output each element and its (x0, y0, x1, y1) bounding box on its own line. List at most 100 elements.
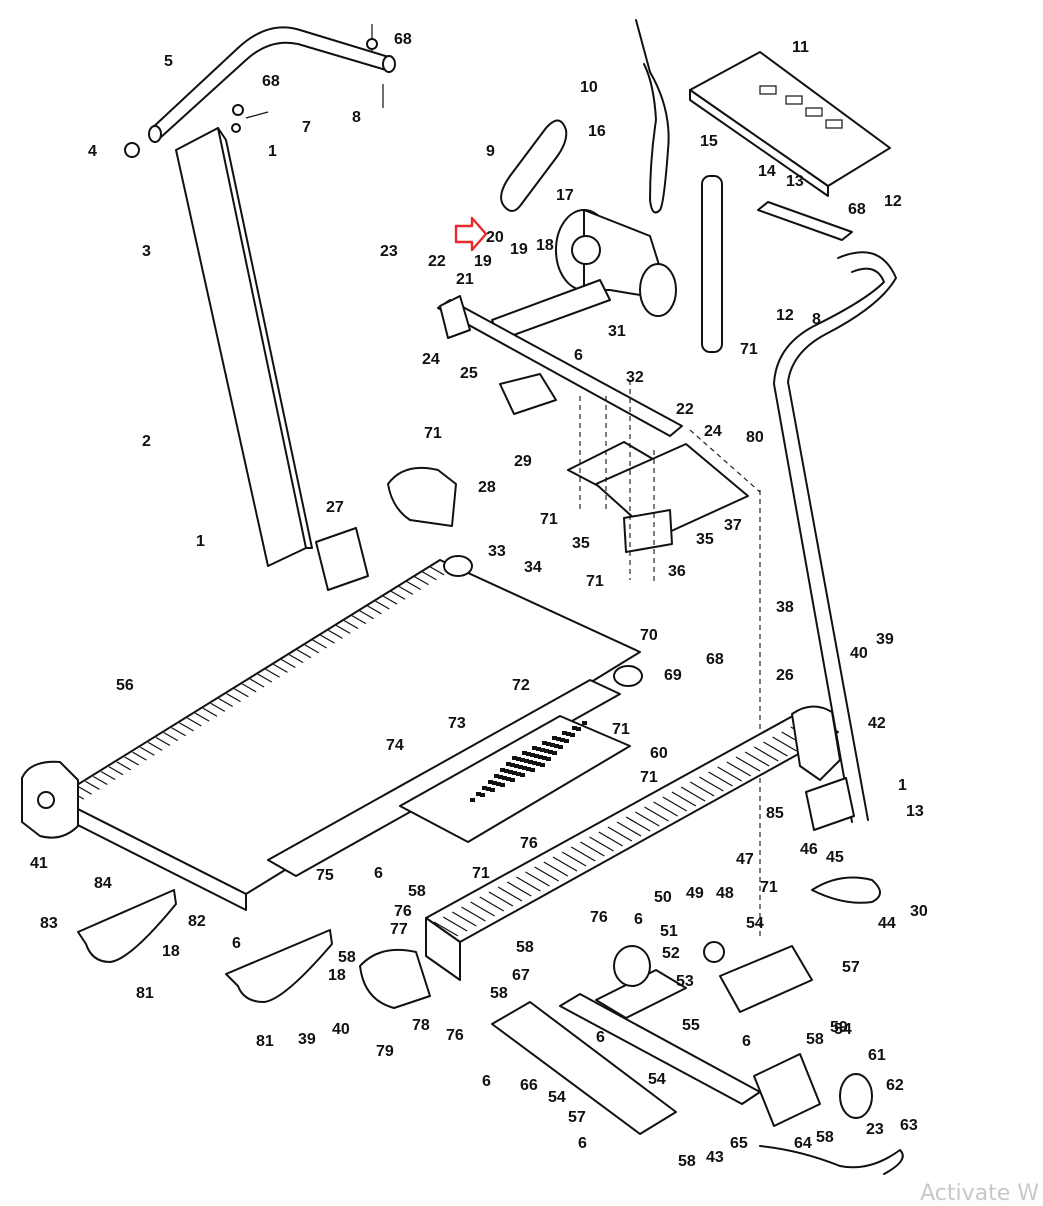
grid-cell (536, 747, 541, 751)
belt-rib (281, 658, 296, 669)
callout-19: 19 (474, 253, 492, 270)
belt-rib (312, 639, 327, 649)
grid-cell (532, 746, 537, 750)
ground-cord (759, 1145, 904, 1175)
rail-rib (772, 736, 797, 752)
callout-67: 67 (512, 967, 530, 984)
callout-18: 18 (162, 943, 180, 960)
rail-rib (525, 871, 550, 887)
callout-30: 30 (910, 903, 928, 920)
grid-cell (510, 763, 515, 767)
grid-cell (542, 741, 547, 745)
rail-rib (451, 911, 477, 927)
callout-58: 58 (816, 1129, 834, 1146)
callout-71: 71 (760, 879, 778, 896)
belt-rib (218, 697, 233, 708)
callout-6: 6 (578, 1135, 587, 1152)
grid-cell (582, 721, 587, 725)
callout-3: 3 (142, 243, 151, 260)
grid-cell (530, 768, 535, 772)
callout-76: 76 (446, 1027, 464, 1044)
grid-cell (570, 733, 575, 737)
callout-53: 53 (676, 973, 694, 990)
belt-rib (382, 595, 398, 605)
belt-rib (202, 707, 218, 717)
hinge-bracket (805, 777, 855, 831)
callout-6: 6 (574, 347, 583, 364)
rear-foot-right (225, 929, 333, 1003)
callout-6: 6 (374, 865, 383, 882)
grid-cell (526, 752, 531, 756)
power-cord (635, 19, 670, 214)
rail-rib (470, 901, 495, 917)
callout-76: 76 (394, 903, 412, 920)
callout-35: 35 (696, 531, 714, 548)
rail-rib (699, 776, 724, 792)
rail-rib (671, 791, 697, 807)
callout-15: 15 (700, 133, 718, 150)
callout-23: 23 (866, 1121, 884, 1138)
grid-cell (514, 764, 519, 768)
rail-rib (497, 886, 523, 902)
washer (703, 941, 725, 963)
callout-13: 13 (906, 803, 924, 820)
belt-rib (226, 693, 241, 703)
callout-69: 69 (664, 667, 682, 684)
belt-rib (100, 771, 116, 781)
callout-76: 76 (520, 835, 538, 852)
grid-cell (564, 739, 569, 743)
right-endcap (791, 705, 841, 781)
belt-rib (116, 761, 132, 771)
grid-cell (560, 738, 565, 742)
callout-17: 17 (556, 187, 574, 204)
belt-rib (367, 605, 382, 615)
lift-cord (811, 876, 881, 904)
callout-72: 72 (512, 677, 530, 694)
grid-cell (552, 736, 557, 740)
belt-rib (108, 766, 124, 776)
rail-rib (662, 796, 688, 812)
belt-rib (296, 649, 312, 659)
belt-rib (398, 585, 414, 595)
callout-59: 59 (830, 1019, 848, 1036)
callout-1: 1 (898, 777, 907, 794)
grid-cell (562, 731, 567, 735)
drive-belt (500, 119, 568, 212)
callout-28: 28 (478, 479, 496, 496)
console-bracket (757, 201, 853, 241)
motor-mount (491, 279, 611, 341)
grid-cell (506, 777, 511, 781)
callout-58: 58 (516, 939, 534, 956)
callout-58: 58 (490, 985, 508, 1002)
callout-32: 32 (626, 369, 644, 386)
callout-58: 58 (678, 1153, 696, 1170)
callout-68: 68 (262, 73, 280, 90)
right-side-rail (425, 711, 839, 981)
callout-4: 4 (88, 143, 97, 160)
callout-62: 62 (886, 1077, 904, 1094)
rail-rib (763, 741, 788, 757)
grid-cell (566, 732, 571, 736)
highlight-arrow (454, 216, 488, 252)
small-hardware-upper (231, 24, 384, 133)
grid-cell (498, 775, 503, 779)
belt-rib (147, 741, 163, 751)
callout-24: 24 (704, 423, 722, 440)
callout-50: 50 (654, 889, 672, 906)
callout-1: 1 (268, 143, 277, 160)
belt-rib (335, 624, 351, 634)
belt-rib (390, 590, 406, 600)
rail-rib (607, 826, 633, 842)
callout-31: 31 (608, 323, 626, 340)
rail-rib (534, 866, 559, 882)
grid-cell (526, 767, 531, 771)
callout-29: 29 (514, 453, 532, 470)
callout-64: 64 (794, 1135, 812, 1152)
callout-82: 82 (188, 913, 206, 930)
callout-47: 47 (736, 851, 754, 868)
grid-cell (500, 783, 505, 787)
callout-41: 41 (30, 855, 48, 872)
belt-rib (343, 619, 359, 630)
callout-6: 6 (634, 911, 643, 928)
callout-39: 39 (876, 631, 894, 648)
